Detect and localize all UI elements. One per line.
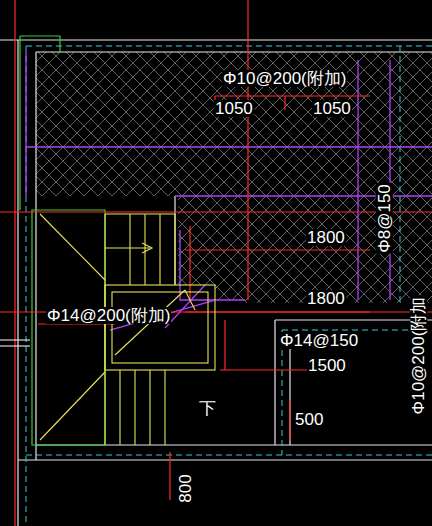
dimension-label: Φ14@150: [279, 332, 359, 349]
dimension-label: Φ10@200(附加): [222, 70, 347, 87]
dimension-label: 下: [198, 400, 217, 417]
dimension-label: Φ14@200(附加): [46, 307, 171, 324]
dimension-label: Φ8@150: [375, 183, 392, 254]
dimension-label: Φ10@200(附加: [410, 295, 427, 415]
dimension-label: 1500: [307, 357, 347, 374]
dimension-label: 1800: [306, 229, 346, 246]
dimension-label: 1050: [312, 100, 352, 117]
dimension-label: 500: [294, 411, 324, 428]
dimension-label: 800: [177, 473, 194, 503]
dimension-label: 1050: [214, 100, 254, 117]
dimension-label: 1800: [306, 290, 346, 307]
